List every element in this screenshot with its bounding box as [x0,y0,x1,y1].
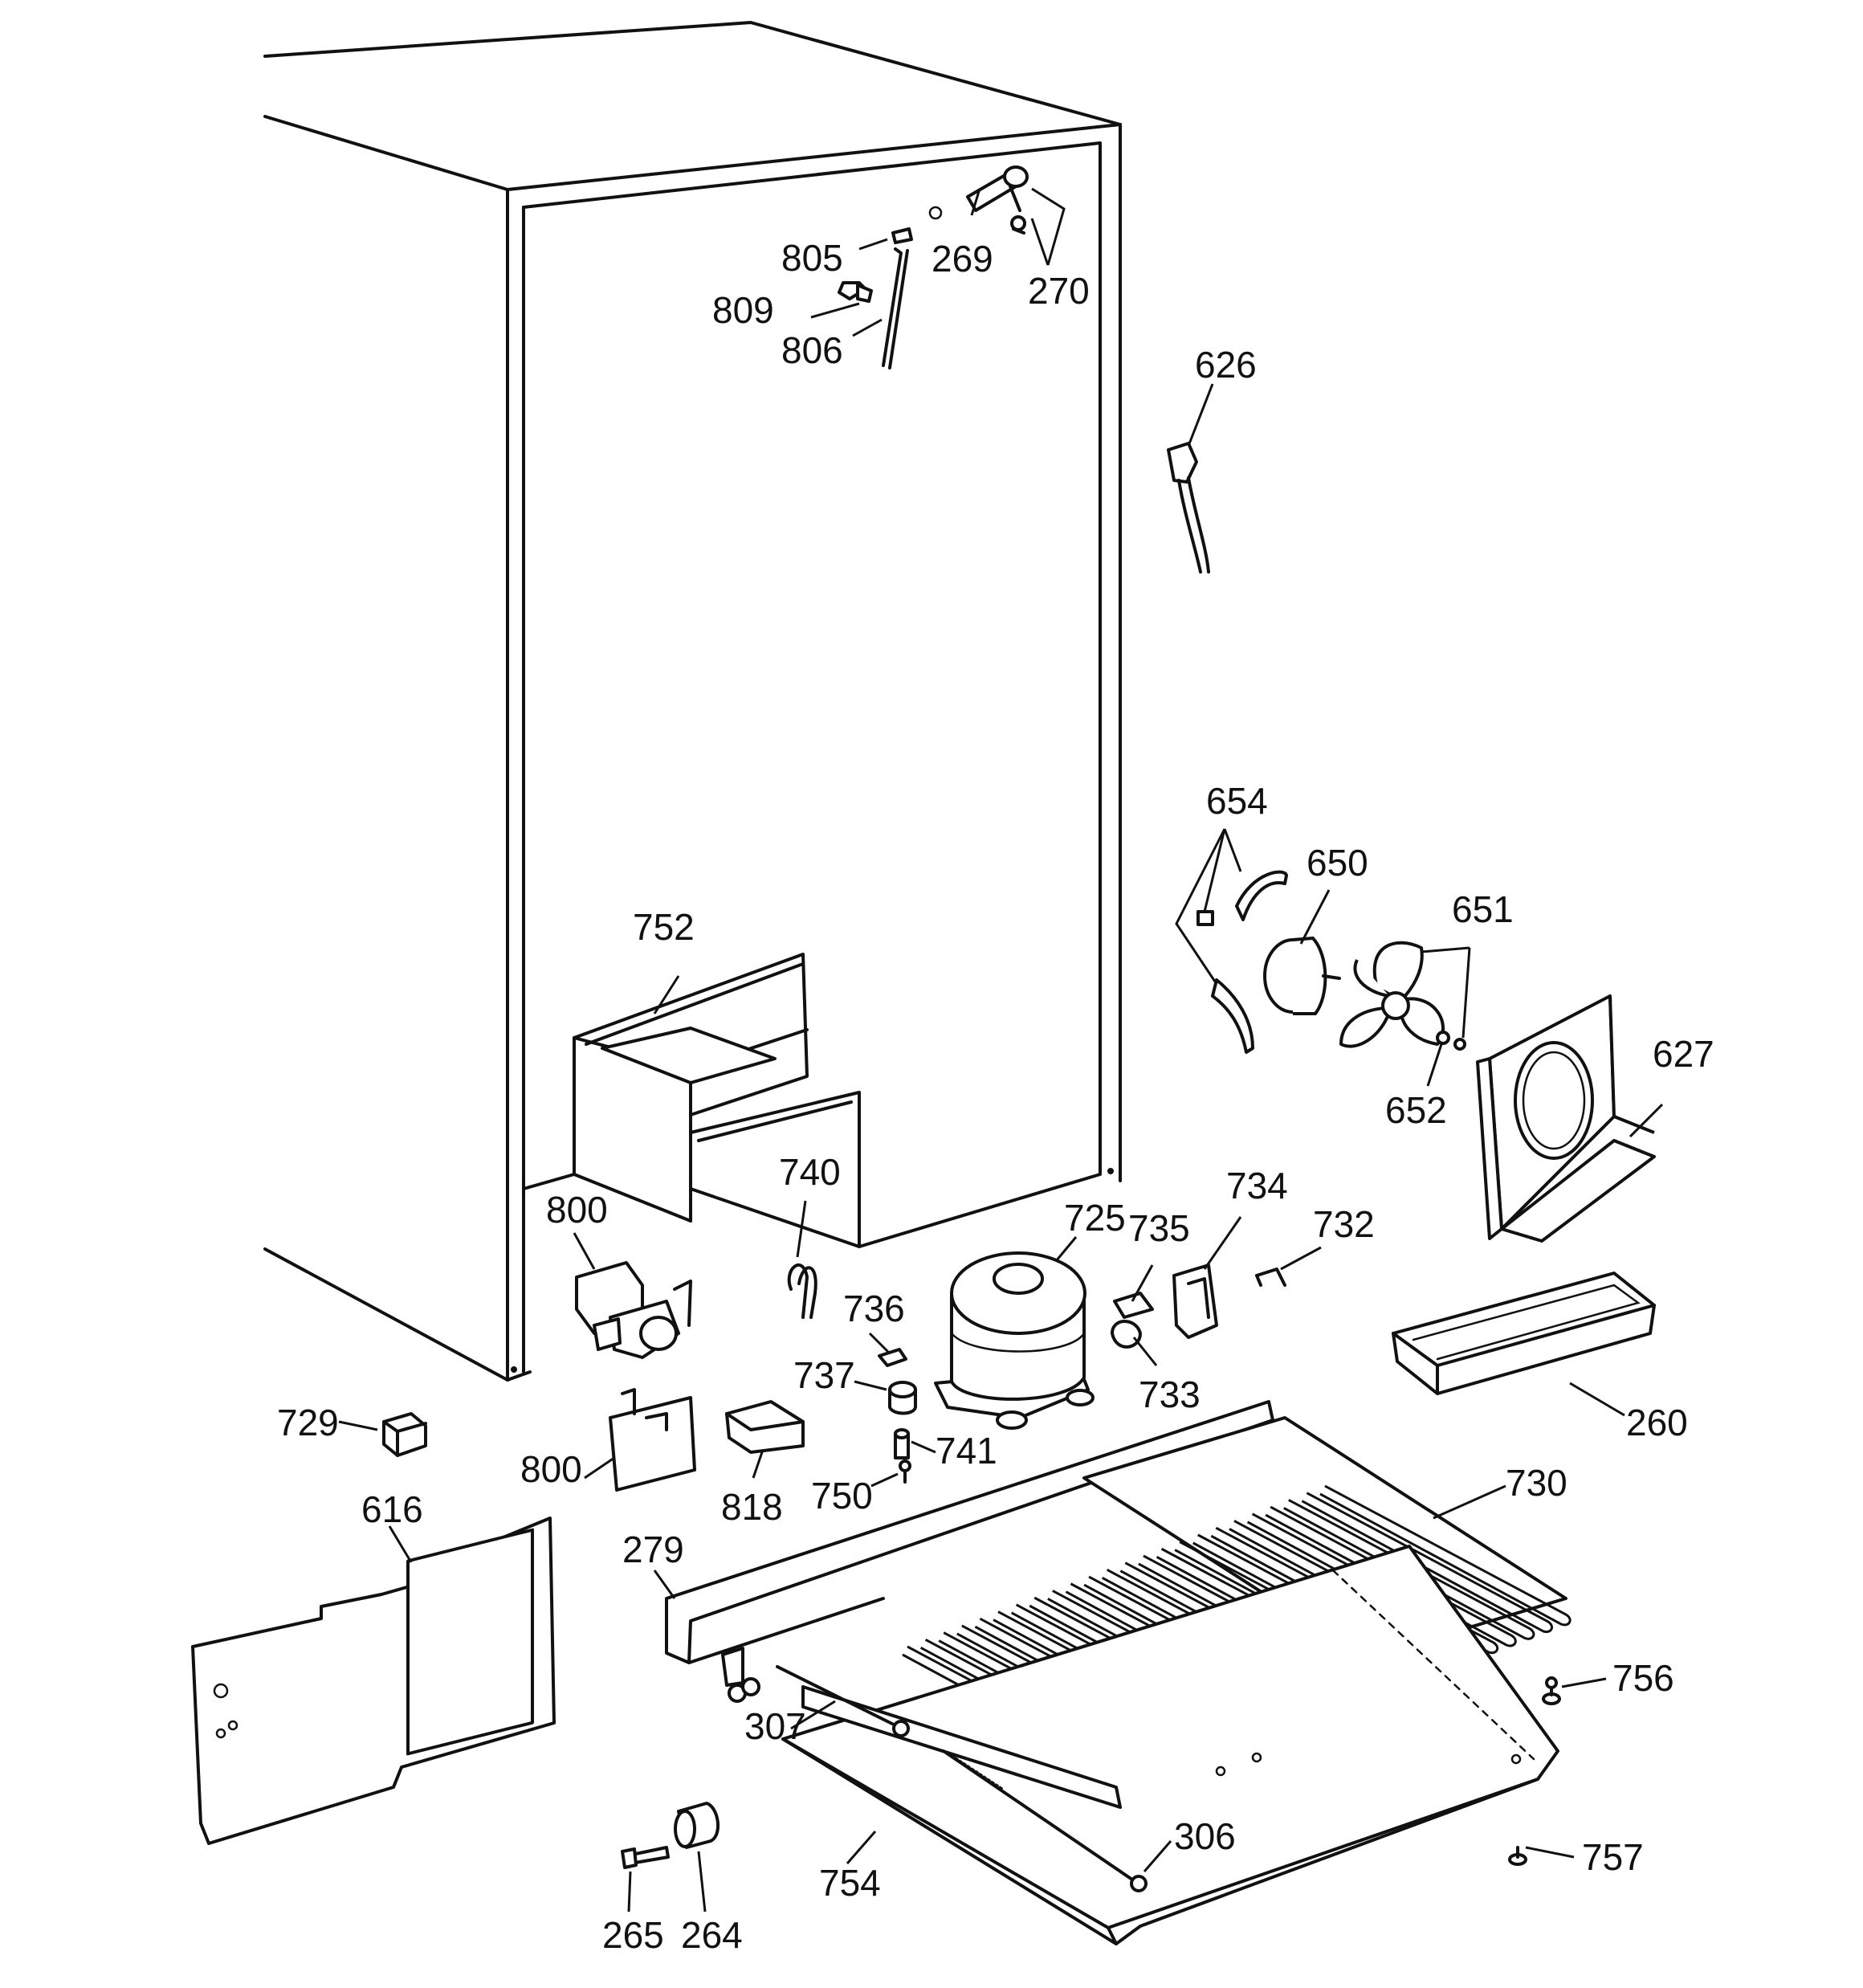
part-627-fan-shroud [1476,994,1656,1243]
label-800-bracket: 800 [520,1448,582,1490]
label-750: 750 [811,1475,873,1517]
label-307: 307 [744,1705,806,1747]
brackets-800-818 [609,1388,805,1492]
label-735: 735 [1128,1207,1190,1249]
label-265: 265 [602,1914,664,1956]
label-757: 757 [1582,1836,1644,1878]
part-725-compressor [934,1251,1095,1430]
coil-tube [1301,1492,1553,1634]
label-725: 725 [1064,1197,1126,1239]
feet-756-757 [1508,1676,1561,1866]
label-732: 732 [1313,1203,1375,1245]
label-737: 737 [793,1354,855,1396]
label-654: 654 [1206,780,1268,822]
label-756: 756 [1612,1657,1674,1699]
compressor-relay-parts [1111,1263,1286,1349]
label-627: 627 [1653,1033,1714,1075]
refrigerator-cabinet [263,21,1122,1382]
label-809: 809 [712,289,774,331]
coil-tube [1283,1499,1535,1640]
label-260: 260 [1626,1402,1688,1443]
label-734: 734 [1226,1165,1288,1206]
label-754: 754 [819,1862,881,1904]
part-754-base-plate [781,1545,1559,1945]
label-626: 626 [1195,344,1257,386]
small-hardware [878,1348,917,1484]
label-733: 733 [1139,1374,1201,1415]
label-805: 805 [781,237,843,279]
part-626-wire-harness [1167,442,1210,574]
water-tube-parts [838,165,1029,369]
label-740: 740 [779,1151,841,1193]
coil-tube [1246,1512,1499,1655]
label-306: 306 [1174,1815,1236,1857]
label-269: 269 [932,238,993,280]
label-652: 652 [1385,1089,1447,1131]
coil-tube [1265,1505,1517,1647]
label-741: 741 [936,1430,997,1472]
label-616: 616 [361,1488,423,1530]
label-730: 730 [1506,1462,1567,1504]
part-260-drain-pan [1392,1272,1656,1395]
label-279: 279 [622,1529,684,1570]
part-740-clip [787,1263,817,1319]
label-651: 651 [1452,888,1514,930]
label-818: 818 [721,1486,783,1528]
condenser-fan-assembly [1196,870,1466,1054]
label-264: 264 [681,1914,743,1956]
label-800-valve: 800 [546,1189,608,1231]
label-752: 752 [633,906,695,948]
label-729: 729 [277,1402,339,1443]
part-729-relay [382,1412,427,1457]
label-650: 650 [1307,842,1368,884]
coil-tube [1319,1484,1572,1627]
part-labels: 805 269 270 809 806 626 654 650 651 627 … [277,237,1714,1956]
part-752-duct-cover [573,953,861,1248]
rods-306-307 [776,1665,1148,1892]
leader-lines [338,187,1664,1912]
label-806: 806 [781,329,843,371]
label-270: 270 [1028,270,1090,312]
part-616-grille-panel [191,1517,556,1845]
part-800-water-valve [575,1261,692,1359]
bolt-265-spacer-264 [621,1802,720,1869]
label-736: 736 [843,1288,905,1329]
